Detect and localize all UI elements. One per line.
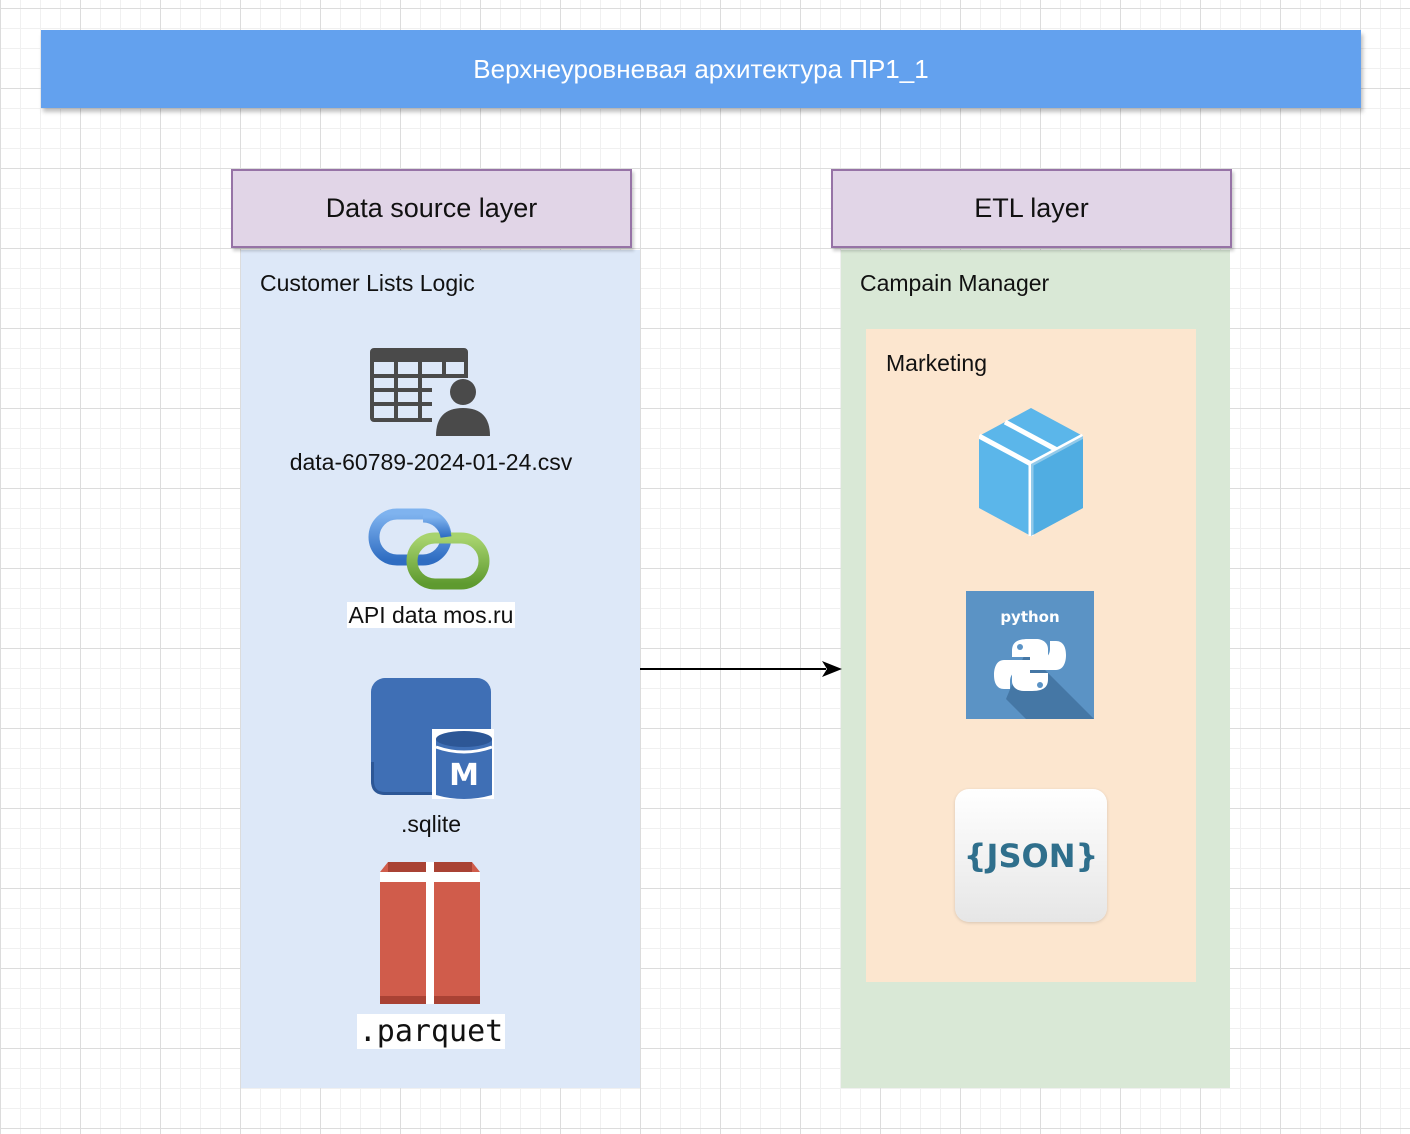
api-source-label-wrap: API data mos.ru [241,602,621,629]
json-icon: {JSON} [955,789,1107,922]
api-source-label: API data mos.ru [346,602,516,628]
customer-lists-logic-label: Customer Lists Logic [260,270,475,296]
package-cube-icon [979,408,1083,536]
database-m-icon: M [371,678,494,799]
etl-layer-header: ETL layer [831,169,1232,248]
python-logo-icon [966,591,1094,719]
data-flow-arrow [640,661,842,677]
chain-link-icon [368,508,490,590]
csv-source-label: data-60789-2024-01-24.csv [289,449,573,475]
storage-box-icon [380,862,480,1004]
svg-text:M: M [449,758,479,793]
parquet-source-label-wrap: .parquet [241,1014,621,1049]
sqlite-source-label: .sqlite [400,811,462,837]
json-logo-text: {JSON} [963,836,1099,875]
python-logo-text: python [1000,608,1060,626]
spreadsheet-user-icon [370,348,492,438]
data-source-layer-header: Data source layer [231,169,632,248]
campaign-manager-label: Campain Manager [860,270,1050,296]
marketing-label: Marketing [886,350,987,376]
parquet-source-label: .parquet [356,1014,506,1049]
diagram-title: Верхнеуровневая архитектура ПР1_1 [41,30,1361,108]
